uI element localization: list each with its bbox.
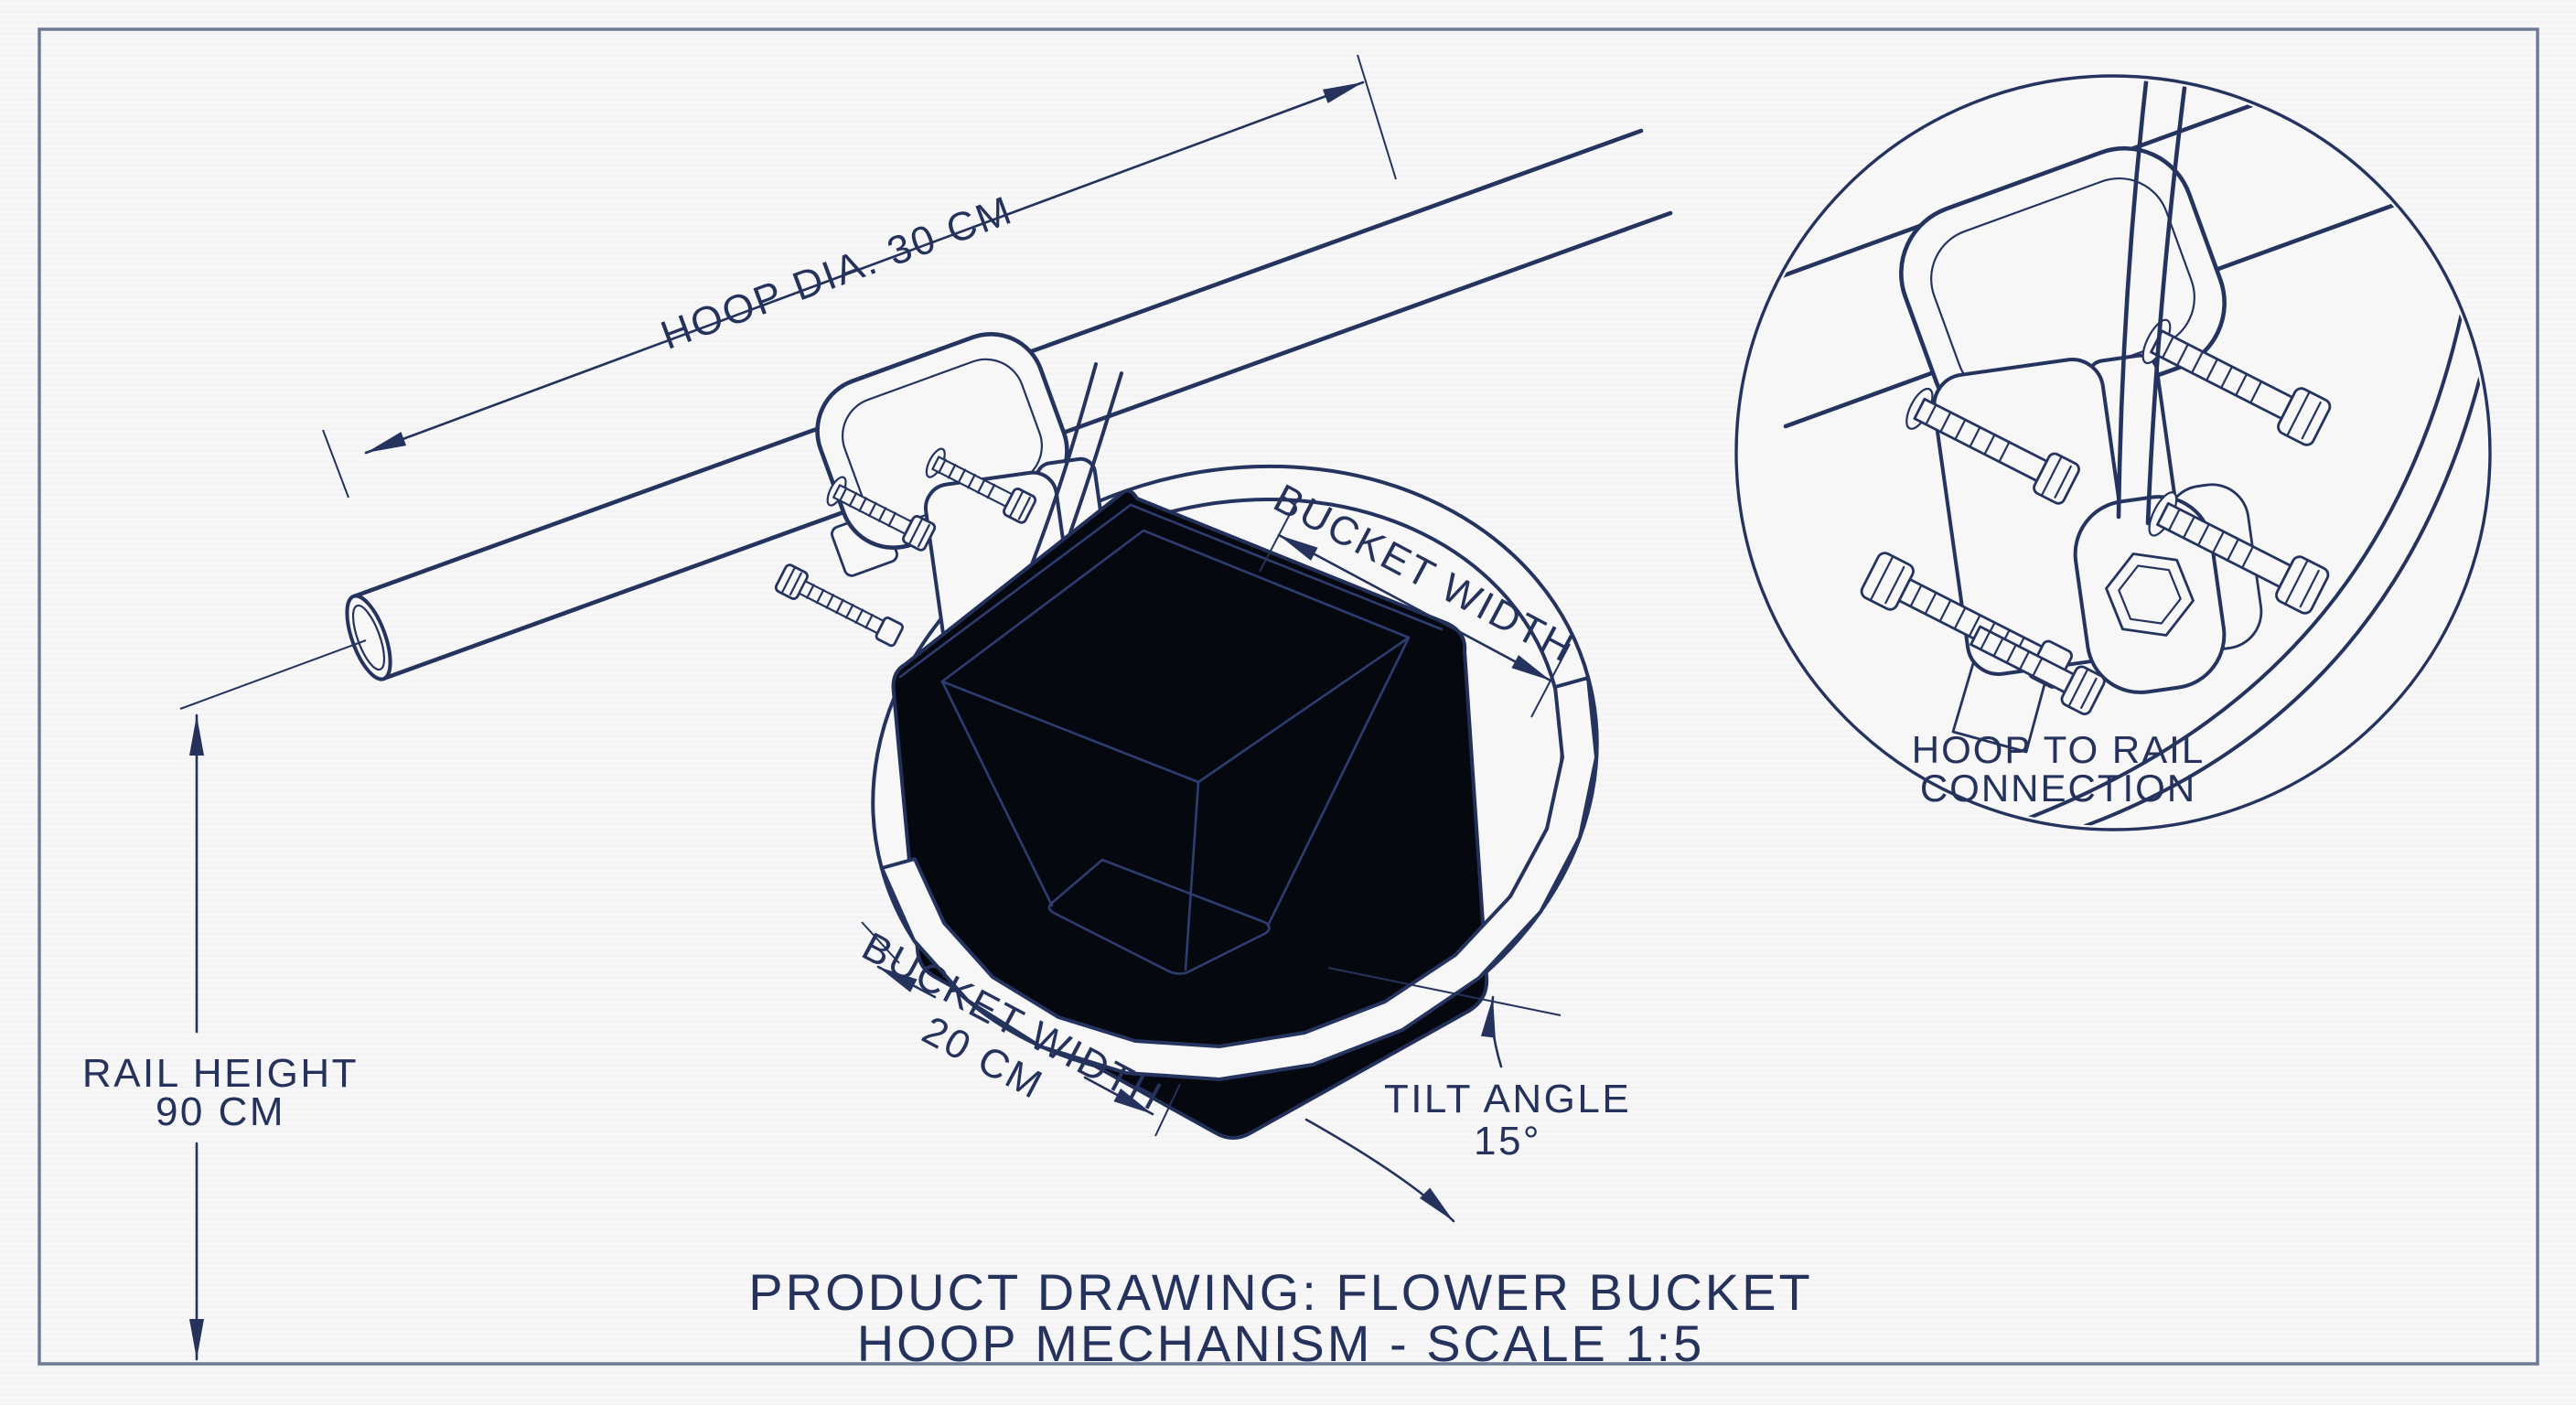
extension-line [1154, 1083, 1181, 1137]
dimension-tick [322, 429, 349, 499]
extension-line [179, 639, 367, 710]
hoop-ring-front [880, 676, 1598, 1081]
hex-bolt [1970, 625, 2106, 715]
hoop-ring-detail [2018, 271, 2472, 823]
hex-bolt [1905, 387, 2080, 505]
detail-view-label: HOOP TO RAIL [1912, 728, 2205, 771]
dimension-tick [1357, 54, 1397, 180]
hex-bolt [826, 476, 937, 552]
detail-circle [1734, 74, 2492, 831]
dimension-tick [1259, 498, 1299, 573]
tilt-angle-label: TILT ANGLE [1384, 1077, 1631, 1121]
rail-height-value: 90 CM [156, 1089, 285, 1134]
bucket-inner-bottom [1047, 858, 1271, 975]
hex-bolt [774, 563, 905, 648]
hoop-wire [1028, 362, 1098, 571]
drawing-title-line1: PRODUCT DRAWING: FLOWER BUCKET [748, 1263, 1812, 1321]
tilt-angle-dimension: TILT ANGLE 15° [1304, 967, 1631, 1223]
hex-bolt [2141, 318, 2332, 446]
extension-line [861, 921, 900, 964]
tilt-angle-value: 15° [1474, 1119, 1541, 1164]
drawing-frame [38, 27, 2539, 1366]
hoop-wire-detail [2145, 85, 2187, 526]
hoop-wire-detail [2116, 80, 2149, 520]
hex-bolt [925, 447, 1037, 524]
pivot-hex-bolt-detail [2105, 552, 2195, 637]
drawing-title-line2: HOOP MECHANISM - SCALE 1:5 [857, 1314, 1705, 1372]
hex-bolt [2148, 491, 2330, 615]
detail-view-label-2: CONNECTION [1920, 767, 2196, 810]
rail-height-label: RAIL HEIGHT [82, 1051, 359, 1096]
rail-height-dimension: RAIL HEIGHT 90 CM [82, 639, 367, 1361]
detail-view: HOOP TO RAIL CONNECTION [1734, 74, 2492, 831]
dimension-tick [1530, 643, 1571, 718]
hoop-ring-detail [2052, 320, 2486, 826]
reference-line [1327, 967, 1562, 1016]
